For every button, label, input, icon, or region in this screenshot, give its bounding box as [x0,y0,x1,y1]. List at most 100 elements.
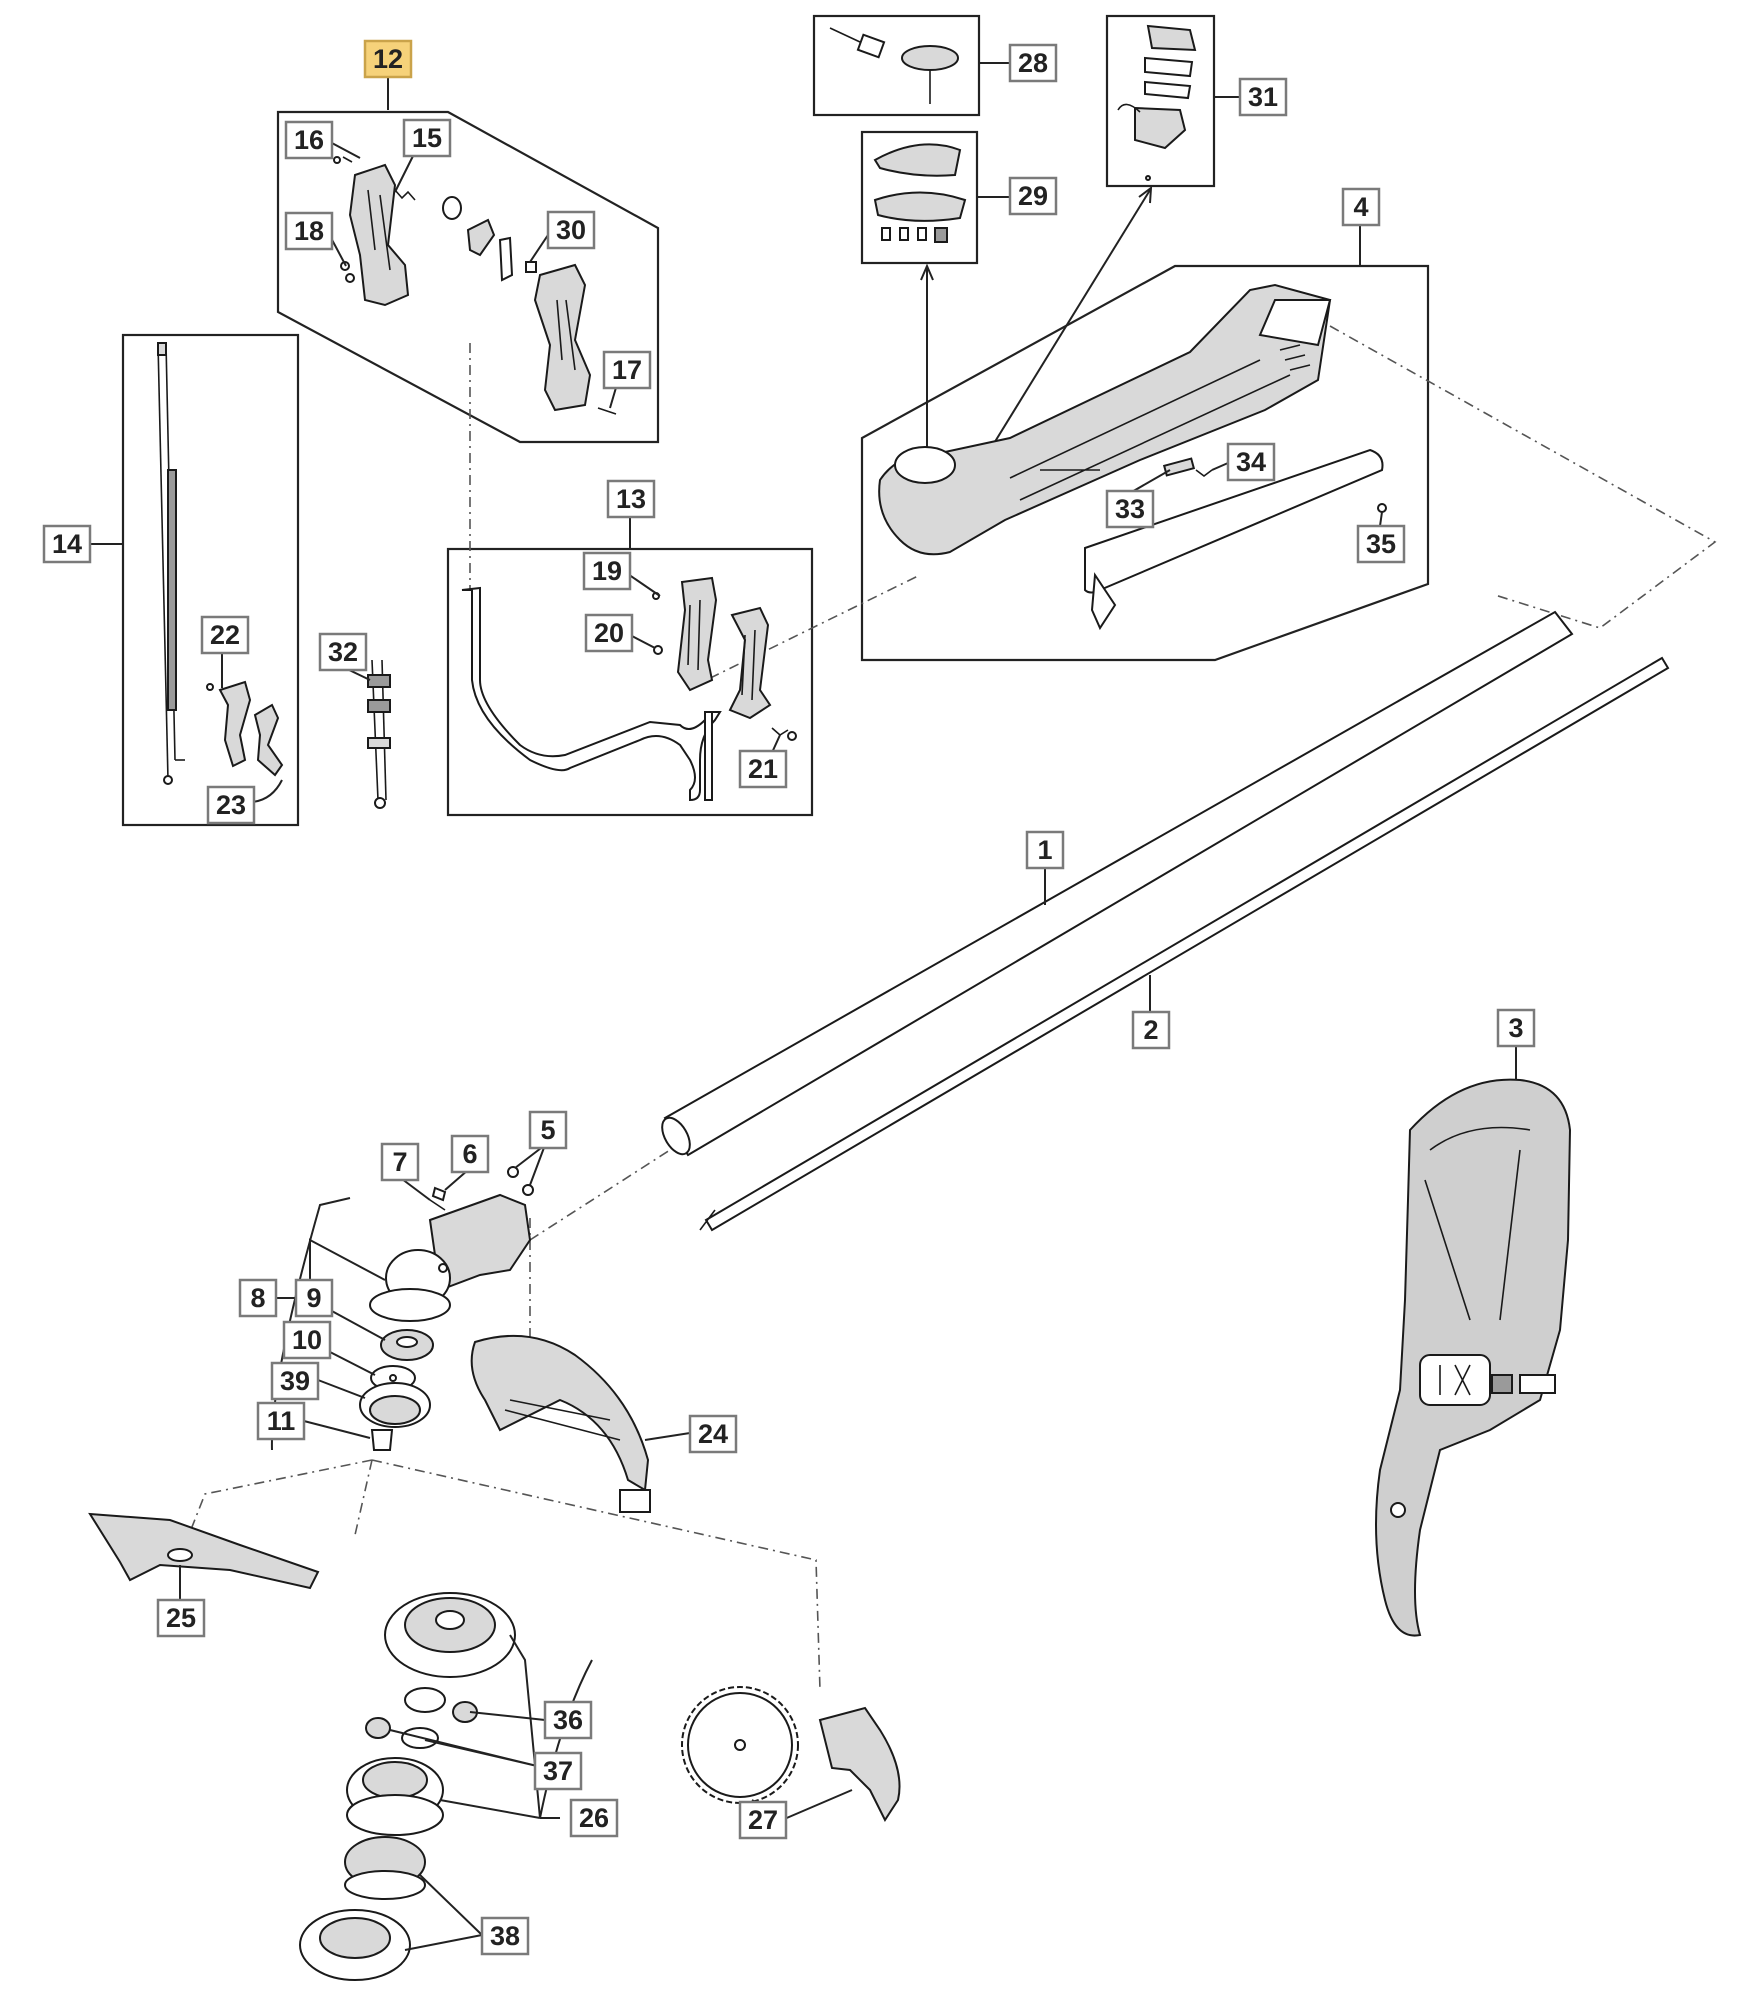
callout-label: 5 [540,1115,555,1145]
tube-1 [661,610,1574,1157]
motor-housing-4 [878,283,1332,556]
callout-label: 19 [592,556,622,586]
callout-16: 16 [284,120,334,160]
callout-label: 37 [543,1756,573,1786]
rear-handle-spring-15 [394,189,416,201]
leader-39 [317,1379,366,1399]
callout-11: 11 [256,1401,306,1441]
rear-handle-trigger-parts [442,196,514,282]
callout-12: 12 [363,39,413,79]
leader-16 [329,141,361,159]
callout-label: 6 [462,1139,477,1169]
bolts-5 [507,1166,534,1196]
callout-label: 16 [294,125,324,155]
callout-label: 32 [328,637,358,667]
callout-label: 10 [292,1325,322,1355]
bump-knob-38 [344,1836,426,1900]
callout-label: 7 [392,1147,407,1177]
rear-handle-screws-18 [340,261,355,283]
callout-label: 1 [1037,835,1052,865]
leader-33 [1129,469,1171,494]
arrow-head-31 [1138,185,1153,204]
callout-24: 24 [688,1414,738,1454]
spool-26 [346,1757,444,1836]
pin-35 [1377,503,1387,513]
leader-24 [644,1432,691,1441]
callout-20: 20 [584,613,634,653]
callout-label: 14 [52,529,82,559]
front-handle-grip-half [728,606,772,720]
callout-10: 10 [282,1320,332,1360]
callout-19: 19 [582,551,632,591]
frame-group-4 [860,264,1430,662]
callout-label: 11 [267,1406,296,1436]
shoulder-harness-3 [1375,1078,1572,1637]
callout-label: 24 [698,1419,728,1449]
callout-label: 8 [250,1283,265,1313]
callout-31: 31 [1238,77,1288,117]
callout-label: 9 [306,1283,321,1313]
callout-5: 5 [528,1110,568,1150]
callout-label: 15 [412,123,442,153]
leader-9 [329,1309,386,1341]
arrow-to-31 [979,189,1151,467]
assembly-line-housing [1329,325,1717,629]
frame-group-28 [812,14,981,117]
screw-34 [1195,469,1213,477]
callout-label: 33 [1115,494,1145,524]
callout-7: 7 [380,1142,420,1182]
rear-handle-screw-17 [597,407,617,415]
frame-group-31 [1105,14,1216,188]
callout-3: 3 [1496,1008,1536,1048]
callout-label: 22 [210,620,240,650]
screw-7 [429,1199,446,1211]
front-handle-nut-21 [771,727,797,741]
callout-35: 35 [1356,524,1406,564]
callout-label: 39 [280,1366,310,1396]
callout-1: 1 [1025,830,1065,870]
frame-group-14 [121,333,300,827]
switch-assembly-31 [1117,24,1197,181]
assembly-line-cutters [189,1459,821,1691]
assembly-line-head [529,1149,671,1241]
callout-22: 22 [200,615,250,655]
callout-17: 17 [602,350,652,390]
leader-30 [529,231,551,263]
rear-handle-screws-16 [333,156,353,164]
leader-36 [469,1711,546,1721]
callout-label: 31 [1248,82,1278,112]
callout-14: 14 [42,524,92,564]
leader-35 [1379,511,1383,527]
leader-38 [404,1874,483,1951]
callout-label: 30 [556,215,586,245]
cover-strip-35 [1084,448,1384,631]
callout-label: 13 [616,484,646,514]
cable-clip-23 [253,703,284,777]
callout-2: 2 [1131,1010,1171,1050]
callout-29: 29 [1008,176,1058,216]
gear-head-housing [369,1193,532,1322]
callout-36: 36 [543,1700,593,1740]
callout-37: 37 [533,1751,583,1791]
throttle-cable [157,342,185,785]
arrow-head-29 [920,263,934,281]
callout-label: 28 [1018,48,1048,78]
front-handle-bar [461,586,722,802]
assembly-line-front-handle [689,574,921,689]
callout-32: 32 [318,632,368,672]
flange-39 [359,1382,431,1428]
callout-9: 9 [294,1278,334,1318]
callout-23: 23 [206,785,256,825]
callout-label: 25 [166,1603,196,1633]
bearing-9 [380,1329,434,1361]
callout-label: 36 [553,1705,583,1735]
callout-label: 17 [612,355,642,385]
wire-harness-32 [367,659,391,809]
callout-label: 27 [748,1805,778,1835]
rear-handle-left-shell [348,163,410,307]
leader-20 [629,634,656,649]
knob-bolt-28 [829,27,959,104]
leader-23 [251,779,283,803]
callout-30: 30 [546,210,596,250]
rear-handle-right-shell [533,263,592,412]
